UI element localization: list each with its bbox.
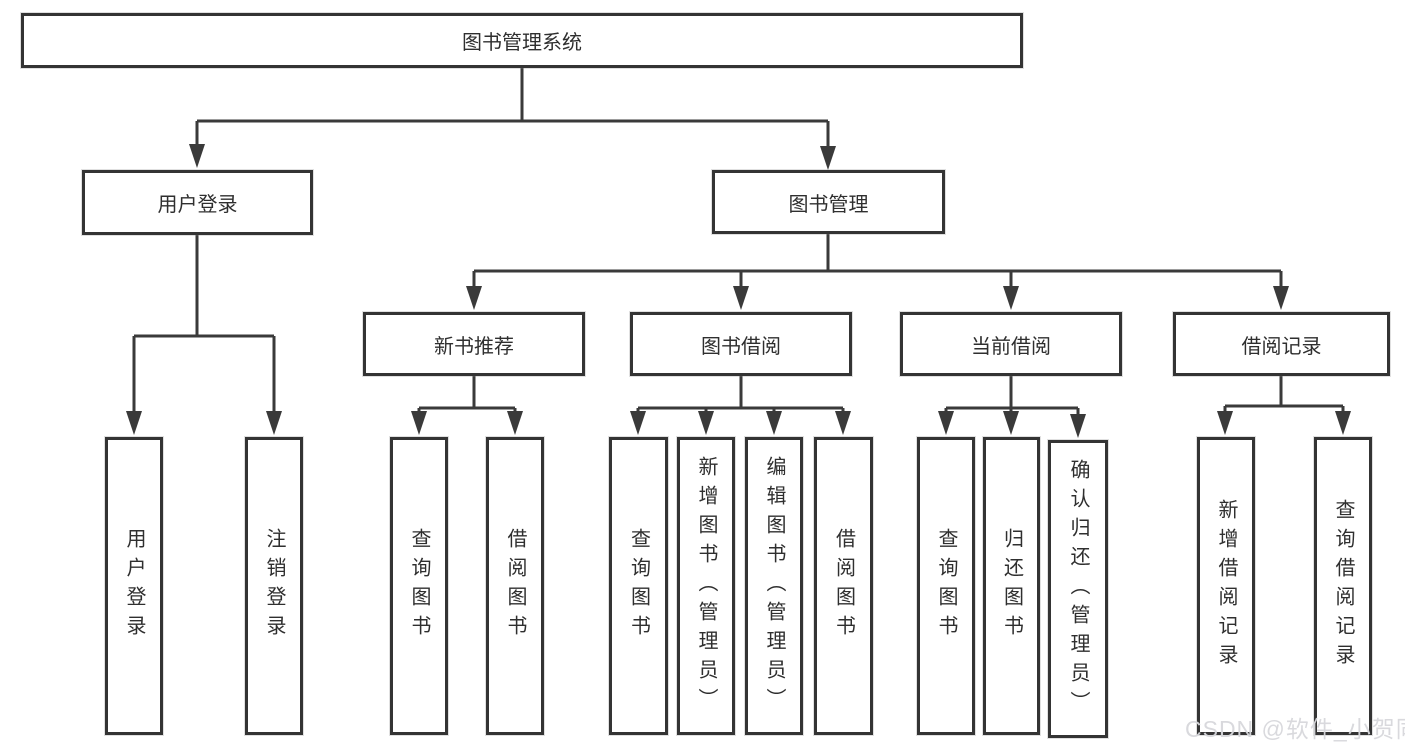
leaf-records-add-record: 新增借阅记录 xyxy=(1197,437,1255,735)
connector-records-to-leaves xyxy=(1223,376,1345,418)
connector-root-to-level2 xyxy=(195,68,830,150)
leaf-borrowing-borrow-books-label: 借阅图书 xyxy=(832,528,855,644)
arrowhead xyxy=(1003,286,1019,310)
arrowhead xyxy=(835,411,851,435)
leaf-borrowing-add-books-admin: 新增图书（管理员） xyxy=(677,437,735,735)
arrowhead xyxy=(411,411,427,435)
leaf-borrowing-query-books-label: 查询图书 xyxy=(627,528,650,644)
arrowhead xyxy=(766,411,782,435)
leaf-recommend-query-books: 查询图书 xyxy=(390,437,448,735)
node-current-borrowing: 当前借阅 xyxy=(900,312,1122,376)
leaf-current-return-books-label: 归还图书 xyxy=(1000,528,1023,644)
arrowhead xyxy=(507,411,523,435)
connector-userlogin-to-leaves xyxy=(132,235,276,418)
node-book-borrowing: 图书借阅 xyxy=(630,312,852,376)
arrowhead xyxy=(189,144,205,168)
leaf-records-query-record-label: 查询借阅记录 xyxy=(1332,499,1354,673)
leaf-current-query-books-label: 查询图书 xyxy=(935,528,957,644)
arrowhead xyxy=(266,411,282,435)
leaf-borrowing-add-books-admin-label: 新增图书（管理员） xyxy=(695,455,717,717)
node-user-login: 用户登录 xyxy=(82,170,313,235)
arrowhead xyxy=(1070,414,1086,438)
node-book-management: 图书管理 xyxy=(712,170,945,234)
arrowhead xyxy=(1003,411,1019,435)
leaf-current-confirm-return-admin: 确认归还（管理员） xyxy=(1048,440,1108,738)
leaf-borrowing-query-books: 查询图书 xyxy=(609,437,668,735)
leaf-logout-label: 注销登录 xyxy=(263,528,285,644)
arrowhead xyxy=(466,286,482,310)
leaf-records-query-record: 查询借阅记录 xyxy=(1314,437,1372,735)
node-borrowing-records: 借阅记录 xyxy=(1173,312,1390,376)
node-library-management-system: 图书管理系统 xyxy=(21,13,1023,68)
arrowhead xyxy=(1335,411,1351,435)
arrowhead xyxy=(698,411,714,435)
leaf-current-return-books: 归还图书 xyxy=(983,437,1040,735)
connector-borrowing-to-leaves xyxy=(636,376,845,418)
connector-bookmgmt-to-level3 xyxy=(472,233,1283,292)
arrowhead xyxy=(733,286,749,310)
leaf-current-query-books: 查询图书 xyxy=(917,437,975,735)
arrowhead xyxy=(1217,411,1233,435)
arrowhead xyxy=(630,411,646,435)
leaf-user-login-label: 用户登录 xyxy=(123,528,145,644)
leaf-recommend-query-books-label: 查询图书 xyxy=(408,528,430,644)
csdn-watermark: CSDN @软件_小贺同学 xyxy=(1185,716,1405,742)
leaf-borrowing-edit-books-admin: 编辑图书（管理员） xyxy=(745,437,803,735)
leaf-borrowing-edit-books-admin-label: 编辑图书（管理员） xyxy=(763,455,785,717)
arrowhead xyxy=(1273,286,1289,310)
arrowhead xyxy=(820,146,836,170)
arrowhead xyxy=(938,411,954,435)
node-new-book-recommend: 新书推荐 xyxy=(363,312,585,376)
leaf-logout: 注销登录 xyxy=(245,437,303,735)
leaf-borrowing-borrow-books: 借阅图书 xyxy=(814,437,873,735)
leaf-current-confirm-return-admin-label: 确认归还（管理员） xyxy=(1067,458,1089,720)
connector-recommend-to-leaves xyxy=(417,376,517,418)
leaf-user-login: 用户登录 xyxy=(105,437,163,735)
leaf-records-add-record-label: 新增借阅记录 xyxy=(1215,499,1237,673)
leaf-recommend-borrow-books: 借阅图书 xyxy=(486,437,544,735)
leaf-recommend-borrow-books-label: 借阅图书 xyxy=(504,528,526,644)
arrowhead xyxy=(126,411,142,435)
